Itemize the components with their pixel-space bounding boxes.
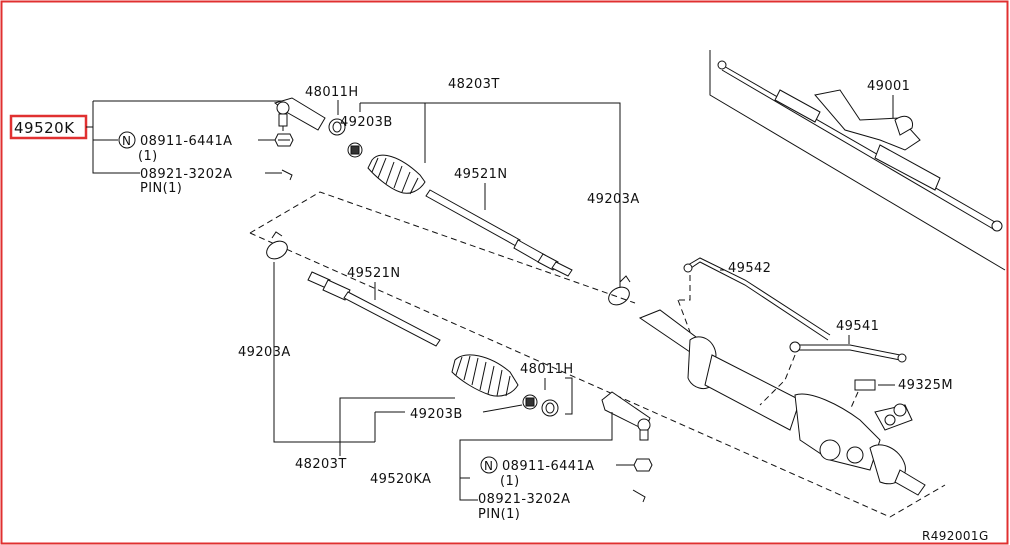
cotter-pin-top[interactable] <box>281 169 293 181</box>
label-49001[interactable]: 49001 <box>867 79 910 94</box>
label-49541[interactable]: 49541 <box>836 319 879 334</box>
label-48203t-top[interactable]: 48203T <box>448 77 500 92</box>
label-qty-top: (1) <box>138 149 158 164</box>
label-49203a-right[interactable]: 49203A <box>587 192 640 207</box>
boot-small-low[interactable] <box>541 399 559 417</box>
cotter-pin-low[interactable] <box>632 489 646 503</box>
label-08911-top[interactable]: 08911-6441A <box>140 134 232 149</box>
n-symbol-low <box>480 456 498 474</box>
n-symbol-low-text: N <box>484 459 493 473</box>
label-08911-low[interactable]: 08911-6441A <box>502 459 594 474</box>
label-08921-low[interactable]: 08921-3202A <box>478 492 570 507</box>
label-49521n-low[interactable]: 49521N <box>347 266 400 281</box>
fitting-49325m[interactable] <box>854 379 876 391</box>
label-49520k[interactable]: 49520K <box>14 119 75 137</box>
n-symbol-top <box>118 131 136 149</box>
drawing-code: R492001G <box>922 529 989 543</box>
label-08921-top[interactable]: 08921-3202A <box>140 167 232 182</box>
label-pin-top: PIN(1) <box>140 181 182 196</box>
bellows-top[interactable] <box>367 154 426 195</box>
label-49203b-top[interactable]: 49203B <box>340 115 393 130</box>
nut-low[interactable] <box>633 458 653 472</box>
label-49520ka[interactable]: 49520KA <box>370 472 431 487</box>
steering-rack-assembly-small[interactable] <box>717 60 1003 232</box>
tie-rod-end-top[interactable] <box>273 97 326 131</box>
label-49203b-low[interactable]: 49203B <box>410 407 463 422</box>
label-48203t-low[interactable]: 48203T <box>295 457 347 472</box>
inner-tie-rod-low[interactable] <box>307 271 441 347</box>
label-pin-low: PIN(1) <box>478 507 520 522</box>
label-49203a-left[interactable]: 49203A <box>238 345 291 360</box>
clamp-49203a-left[interactable] <box>263 231 290 262</box>
nut-top[interactable] <box>274 133 294 147</box>
clip-49203b-low[interactable] <box>522 394 538 410</box>
dashed-group-outline <box>249 191 946 518</box>
label-48011h-low[interactable]: 48011H <box>520 362 574 377</box>
tie-rod-end-low[interactable] <box>601 391 651 441</box>
bellows-low[interactable] <box>451 354 519 397</box>
boot-small-top[interactable] <box>328 118 346 136</box>
hose-49541[interactable] <box>789 341 907 363</box>
inner-tie-rod-top[interactable] <box>425 189 573 277</box>
label-49521n-top[interactable]: 49521N <box>454 167 507 182</box>
leader-lines-top-left <box>86 100 282 174</box>
label-49542[interactable]: 49542 <box>728 261 771 276</box>
hose-49542[interactable] <box>683 257 831 341</box>
n-symbol-top-text: N <box>122 134 131 148</box>
clip-49203b-top[interactable] <box>347 142 363 158</box>
label-48011h-top[interactable]: 48011H <box>305 85 359 100</box>
label-49325m[interactable]: 49325M <box>898 378 953 393</box>
clamp-49203a-right[interactable] <box>605 275 632 308</box>
steering-rack-housing[interactable] <box>638 309 926 496</box>
label-qty-low: (1) <box>500 474 520 489</box>
